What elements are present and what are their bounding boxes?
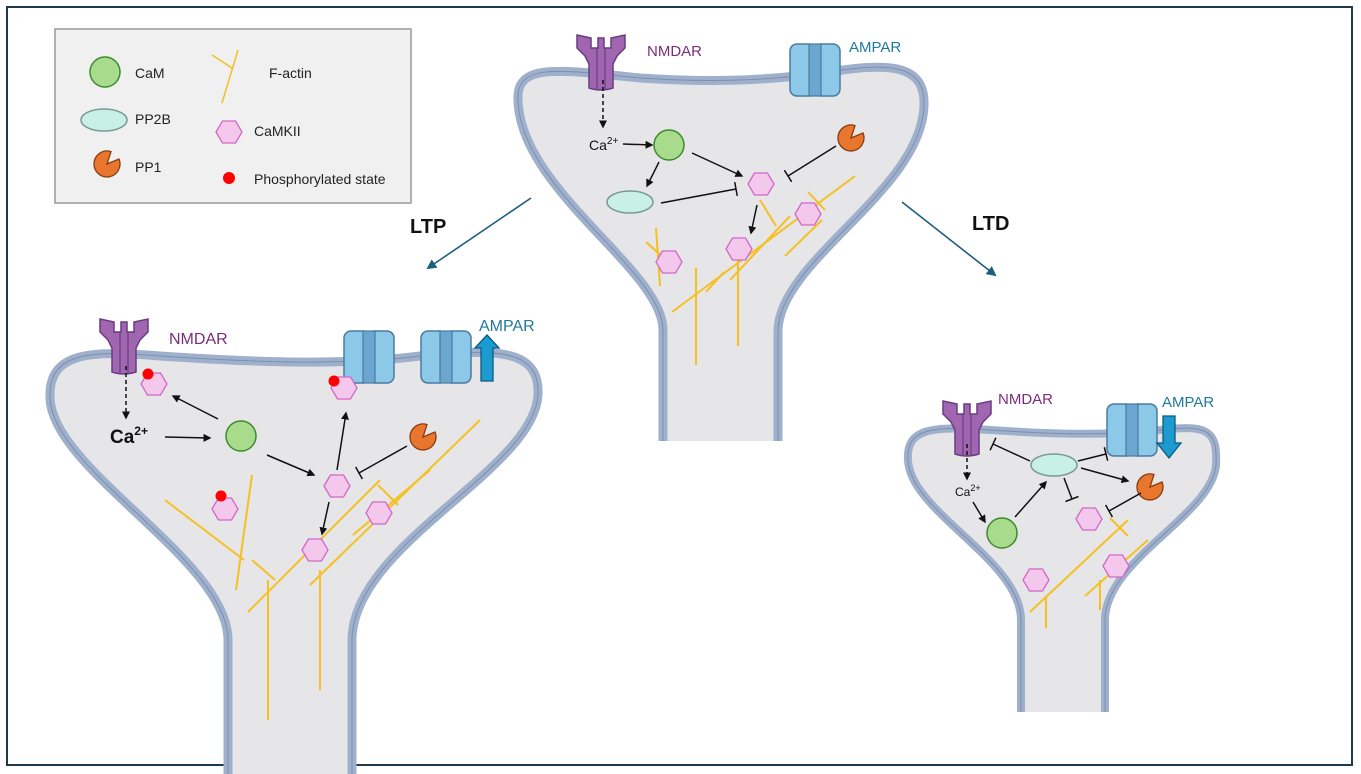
top-ampar-label: AMPAR bbox=[849, 39, 901, 56]
top-spine: NMDAR AMPAR Ca2+ bbox=[513, 34, 929, 441]
top-camkii-icon bbox=[725, 237, 753, 261]
top-ca-cam-arrow bbox=[622, 140, 654, 149]
ltd-pp2b-pp1-arrow bbox=[1080, 467, 1130, 484]
top-nmdar-label: NMDAR bbox=[647, 43, 702, 60]
ltd-ampar-decrease-arrow bbox=[1155, 415, 1183, 460]
top-ampar-icon bbox=[789, 43, 841, 97]
ltp-label: LTP bbox=[410, 216, 446, 238]
ltp-ampar-increase-arrow bbox=[473, 334, 501, 382]
legend-camkii-icon bbox=[215, 120, 243, 144]
ltp-ca-cam-arrow bbox=[164, 433, 212, 442]
top-pp2b-inhibit bbox=[660, 181, 739, 204]
legend-camkii-label: CaMKII bbox=[254, 123, 301, 139]
top-cam-icon bbox=[653, 129, 685, 161]
ltp-ampar-label: AMPAR bbox=[479, 318, 535, 335]
ltd-pp2b-ampar-inhibit bbox=[1077, 447, 1109, 462]
ltd-spine: NMDAR AMPAR Ca2+ bbox=[903, 391, 1221, 712]
ltp-spine: NMDAR AMPAR Ca2+ bbox=[45, 318, 543, 774]
legend-pp1-label: PP1 bbox=[135, 159, 162, 175]
ltd-camkii-icon bbox=[1022, 568, 1050, 592]
ltp-camkii-icon bbox=[301, 538, 329, 562]
ltd-ca-label: Ca2+ bbox=[955, 483, 981, 499]
ltp-phospho-dot bbox=[215, 490, 227, 502]
legend-pp2b-label: PP2B bbox=[135, 111, 171, 127]
ltd-pp2b-icon bbox=[1030, 453, 1078, 477]
legend-cam-label: CaM bbox=[135, 65, 165, 81]
ltp-phospho-dot bbox=[142, 368, 154, 380]
ltd-transition-arrow bbox=[901, 201, 997, 277]
ltd-ca-cam-arrow bbox=[972, 501, 986, 524]
ltp-ampar-icon bbox=[343, 330, 395, 384]
ltd-camkii-icon bbox=[1102, 554, 1130, 578]
ltp-camkii-icon bbox=[323, 474, 351, 498]
ltp-camkii-arrow bbox=[319, 501, 330, 536]
ltd-label: LTD bbox=[972, 213, 1009, 235]
ltp-transition-arrow bbox=[426, 197, 532, 270]
ltp-cam-camkii-arrow bbox=[171, 395, 219, 420]
ltd-cam-icon bbox=[986, 517, 1018, 549]
ltp-ampar-icon bbox=[420, 330, 472, 384]
legend-box: CaM PP2B PP1 F-actin CaMKII Phosphorylat… bbox=[54, 28, 412, 204]
legend-factin-icon bbox=[211, 49, 239, 104]
top-pp2b-icon bbox=[606, 190, 654, 214]
top-cam-pp2b-arrow bbox=[646, 161, 660, 188]
legend-cam-icon bbox=[89, 56, 121, 88]
ltp-nmdar-label: NMDAR bbox=[169, 331, 228, 348]
top-pp1-inhibit bbox=[783, 145, 837, 183]
ltp-camkii-icon bbox=[365, 501, 393, 525]
ltd-ampar-icon bbox=[1106, 403, 1158, 457]
legend-phospho-label: Phosphorylated state bbox=[254, 171, 386, 187]
legend-pp2b-icon bbox=[80, 108, 128, 132]
ltd-camkii-icon bbox=[1075, 507, 1103, 531]
ltp-factin bbox=[164, 419, 481, 720]
top-camkii-icon bbox=[747, 172, 775, 196]
top-camkii-icon bbox=[655, 250, 683, 274]
ltp-camkii-ampar-arrow bbox=[336, 411, 349, 471]
legend-phospho-icon bbox=[223, 172, 235, 184]
top-cam-camkii-arrow bbox=[691, 152, 744, 177]
ltd-cam-pp2b-arrow bbox=[1014, 480, 1047, 518]
ltd-nmdar-label: NMDAR bbox=[998, 391, 1053, 408]
ltd-pp2b-nmdar-inhibit bbox=[989, 437, 1031, 462]
top-ca-label: Ca2+ bbox=[589, 136, 618, 153]
ltp-phospho-dot bbox=[328, 375, 340, 387]
ltp-ca-label: Ca2+ bbox=[110, 424, 148, 448]
ltp-pp1-inhibit bbox=[354, 445, 408, 480]
ltp-cam-icon bbox=[225, 420, 257, 452]
ltp-cam-camkii-arrow bbox=[266, 454, 316, 477]
ltd-pp1-camkii-inhibit bbox=[1104, 492, 1142, 518]
ltp-spine-membrane bbox=[45, 347, 543, 774]
ltd-pp2b-camkii-inhibit bbox=[1063, 477, 1079, 503]
top-spine-membrane bbox=[513, 62, 929, 441]
top-camkii-icon bbox=[794, 202, 822, 226]
top-camkii-arrow bbox=[748, 204, 758, 235]
ltd-ampar-label: AMPAR bbox=[1162, 394, 1214, 411]
legend-factin-label: F-actin bbox=[269, 65, 312, 81]
ltp-camkii-phospho-icon bbox=[211, 497, 239, 521]
